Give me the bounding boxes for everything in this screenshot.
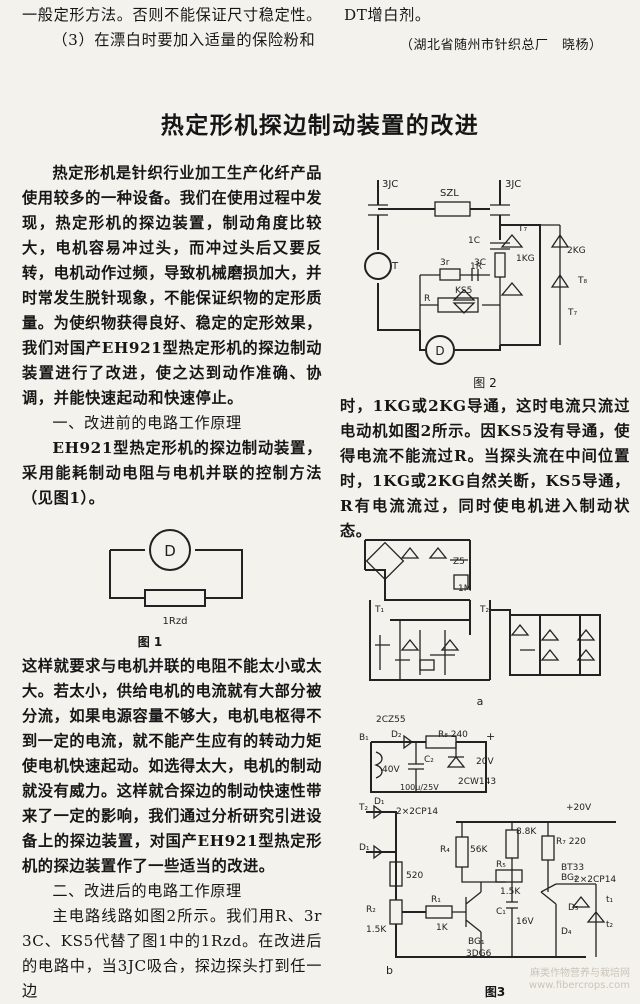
fig3b-2x2cp14-a: 2×2CP14: [396, 807, 438, 817]
fig3b-sub: b: [386, 964, 393, 977]
fig3b-2cw143: 2CW143: [458, 777, 496, 787]
fig3a-1m: 1M: [458, 584, 472, 594]
fig3b-r7: R₇ 220: [556, 837, 586, 847]
section2-text: 主电路线路如图2所示。我们用R、3r 3C、KS5代替了图1中的1Rzd。在改进…: [22, 907, 322, 1000]
fig3b-bg2: BG₂: [561, 873, 578, 883]
left-column-upper: 热定形机是针织行业加工生产化纤产品使用较多的一种设备。我们在使用过程中发现，热定…: [22, 161, 322, 511]
figure-3b-circuit: 2CZ55 B₁ D₂ R₈ 240 40V C₂ 100u/25V 20V 2…: [358, 715, 616, 977]
section1-text: EH921型热定形机的探边制动装置，采用能耗制动电阻与电机并联的控制方法（见图1…: [22, 439, 322, 507]
prev-article-text: 一般定形方法。否则不能保证尺寸稳定性。 （3）在漂白时要加入适量的保险粉和: [22, 3, 322, 53]
left-column-lower: 这样就要求与电机并联的电阻不能太小或太大。若太小，供给电机的电流就有大部分被分流…: [22, 654, 322, 1004]
figure-1-caption: 图 1: [137, 635, 163, 649]
fig3b-20v: 20V: [476, 757, 494, 767]
prev-line-2: （3）在漂白时要加入适量的保险粉和: [52, 31, 316, 49]
fig2-3c: 3C: [474, 258, 486, 268]
fig3b-d2: D₂: [391, 730, 402, 740]
section2-heading: 二、改进后的电路工作原理: [52, 882, 242, 900]
fig3b-bg1: BG₁: [468, 937, 485, 947]
fig2-t8: T₈: [577, 276, 587, 286]
fig2-3jc-right: 3JC: [505, 179, 521, 190]
fig3b-r2v: 1.5K: [366, 925, 387, 935]
fig2-1c: 1C: [468, 236, 480, 246]
section1-heading: 一、改进前的电路工作原理: [52, 414, 242, 432]
fig3b-d1: D₁: [374, 797, 385, 807]
fig2-lamp: [364, 252, 392, 280]
watermark: 麻类作物营养与栽培网 www.fibercrops.com: [528, 968, 630, 991]
prev-right-line: DT增白剂。: [344, 6, 431, 24]
fig2-t7: T₇: [517, 224, 527, 234]
fig3b-1k: 1K: [436, 923, 449, 933]
fig3b-r5: R₅: [496, 860, 506, 870]
prev-line-1: 一般定形方法。否则不能保证尺寸稳定性。: [22, 6, 322, 24]
figure-2-circuit: 3JC T SZL 3JC 1C 1R T₇ 1KG 2KG T₈ T₇ 3r …: [364, 179, 587, 365]
fig3b-r8: R₈ 240: [438, 730, 468, 740]
fig2-t-label: T: [391, 261, 399, 272]
right-paragraph: 时，1KG或2KG导通，这时电流只流过电动机如图2所示。因KS5没有导通，使得电…: [340, 397, 630, 540]
section1-continued: 这样就要求与电机并联的电阻不能太小或太大。若太小，供给电机的电流就有大部分被分流…: [22, 657, 322, 875]
fig3b-16v: 16V: [516, 917, 534, 927]
fig3a-sub: a: [477, 695, 484, 708]
fig2-3jc-left: 3JC: [382, 179, 398, 190]
fig1-resistor-label: 1Rzd: [163, 616, 188, 627]
fig3a-t2: T₂: [479, 605, 489, 615]
fig3a-t1: T₁: [374, 605, 384, 615]
fig3b-d1b: D₁: [359, 843, 370, 853]
fig3b-3dg6: 3DG6: [466, 949, 492, 959]
fig3b-d4: D₄: [561, 927, 572, 937]
fig3b-bt33: BT33: [561, 863, 584, 873]
fig2-motor: [425, 335, 455, 365]
fig3b-plus20v: +20V: [566, 803, 592, 813]
fig2-r: R: [424, 294, 430, 304]
fig3b-c2v: 100u/25V: [400, 783, 439, 792]
fig3b-520: 520: [406, 871, 423, 881]
fig3b-b1: B₁: [359, 733, 369, 743]
fig3b-r4: R₄: [440, 845, 450, 855]
prev-article-right: DT增白剂。: [344, 3, 624, 28]
figure-2-caption: 图 2: [473, 376, 497, 390]
fig2-2kg: 2KG: [567, 246, 586, 256]
prev-author: （湖北省随州市针织总厂 晓杨）: [400, 38, 603, 53]
fig3b-1-5k: 1.5K: [500, 887, 521, 897]
fig2-motor-label: D: [435, 344, 444, 358]
fig2-1r: 1R: [470, 262, 482, 272]
fig1-motor-label: D: [164, 542, 176, 560]
figure-3a-circuit: Z5 1M T₁ T₂ a: [364, 539, 601, 708]
fig2-3r: 3r: [440, 258, 450, 268]
article-title: 热定形机探边制动装置的改进: [160, 113, 480, 139]
intro-paragraph: 热定形机是针织行业加工生产化纤产品使用较多的一种设备。我们在使用过程中发现，热定…: [22, 164, 322, 407]
motor-symbol: [149, 529, 191, 571]
fig2-szl: SZL: [440, 188, 459, 199]
fig3b-c2: C₂: [424, 755, 434, 765]
fig3b-t2: T₂: [358, 803, 368, 813]
fig3b-2cz55: 2CZ55: [376, 715, 406, 725]
fig3b-40v: 40V: [382, 765, 400, 775]
fig3b-d5: D₅: [568, 903, 579, 913]
fig2-ks5: KS5: [455, 286, 472, 296]
right-column-text: 时，1KG或2KG导通，这时电流只流过电动机如图2所示。因KS5没有导通，使得电…: [340, 394, 630, 544]
fig3b-8-8k: 8.8K: [516, 827, 537, 837]
fig3b-c1: C₁: [496, 907, 506, 917]
fig3b-r2: R₂: [366, 905, 376, 915]
fig3b-56k: 56K: [470, 845, 488, 855]
fig3a-z5: Z5: [453, 557, 465, 567]
figure-1-circuit: D 1Rzd: [109, 529, 243, 627]
figure-3-caption: 图3: [484, 985, 506, 999]
fig2-t7b: T₇: [567, 308, 577, 318]
fig2-1kg: 1KG: [516, 254, 535, 264]
resistor-symbol: [144, 589, 206, 607]
fig3b-t1: t₁: [606, 895, 614, 905]
fig3b-t2b: t₂: [606, 920, 614, 930]
fig3b-plus: +: [486, 730, 495, 743]
fig3b-r1: R₁: [431, 895, 441, 905]
fig3b-2x2cp14-b: 2×2CP14: [574, 875, 616, 885]
